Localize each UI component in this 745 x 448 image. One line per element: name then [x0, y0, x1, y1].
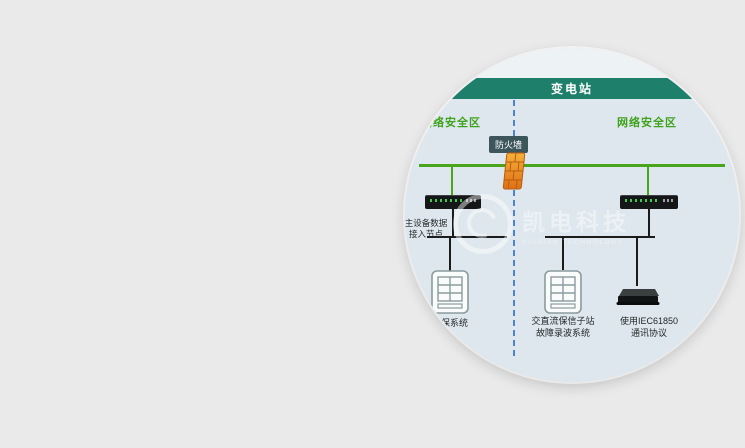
access-node-label: 主设备数据 接入节点 [405, 218, 451, 239]
wire-switch-right-down [648, 209, 650, 237]
wire-relay-left-drop [449, 236, 451, 272]
switch-led-strip [430, 199, 464, 202]
green-drop-left [451, 165, 453, 196]
gateway-label-line2: 通讯协议 [630, 327, 667, 338]
bus-left [427, 236, 507, 238]
switch-port-strip [663, 199, 673, 202]
network-switch-left [425, 195, 481, 209]
access-node-line1: 主设备数据 [405, 218, 448, 228]
green-backbone-line [419, 164, 725, 167]
firewall-label: 防火墙 [489, 136, 529, 153]
substation-diagram-circle: 变电站 网络安全区 网络安全区 防火墙 [405, 48, 739, 382]
wire-relay-mid-drop [562, 236, 564, 270]
watermark-cn: 凯电科技 [522, 208, 630, 235]
switch-led-strip [625, 199, 659, 202]
circle-top-cap [405, 48, 739, 78]
relay-mid-label-line2: 故障录波系统 [535, 327, 590, 338]
zone-label-right: 网络安全区 [617, 117, 677, 129]
relay-left-label: 继保系统 [431, 318, 468, 328]
protection-relay-left [431, 270, 469, 319]
access-node-line2: 接入节点 [408, 228, 443, 239]
watermark-en: KAIDIAN TECHNOLOGY [522, 238, 625, 246]
protection-relay-mid [544, 270, 582, 319]
bus-right [545, 236, 655, 238]
gateway-label: 使用IEC61850 通讯协议 [605, 316, 693, 339]
zone-label-left: 网络安全区 [421, 117, 481, 129]
substation-header-bar: 变电站 [405, 78, 739, 99]
relay-mid-label: 交直流保信子站 故障录波系统 [518, 316, 608, 339]
security-boundary-dashed-line [513, 100, 515, 356]
green-drop-right [647, 165, 649, 196]
gateway-label-line1: 使用IEC61850 [619, 316, 679, 326]
network-switch-right [620, 195, 678, 209]
wire-gateway-drop [636, 236, 638, 286]
wire-switch-left-down [452, 209, 454, 237]
switch-port-strip [466, 199, 476, 202]
watermark-text: 凯电科技 KAIDIAN TECHNOLOGY [522, 203, 630, 246]
relay-mid-label-line1: 交直流保信子站 [531, 316, 595, 326]
substation-title: 变电站 [550, 82, 593, 96]
gateway-box [615, 286, 661, 311]
firewall-icon [502, 152, 526, 195]
